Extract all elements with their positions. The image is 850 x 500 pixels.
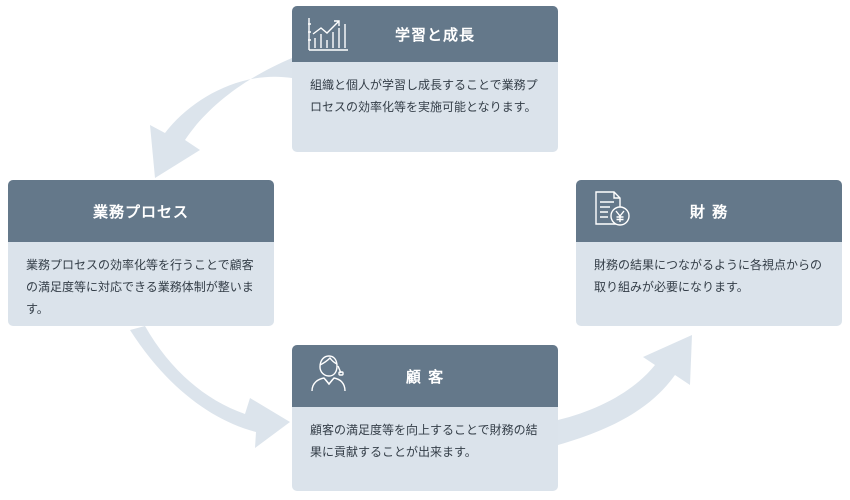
learning-growth-card: 学習と成長 組織と個人が学習し成長することで業務プロセスの効率化等を実施可能とな… [292,6,558,152]
customer-person-icon [306,353,350,393]
finance-header: 財 務 [576,180,842,242]
business-process-header: 業務プロセス [8,180,274,242]
customer-header: 顧 客 [292,345,558,407]
learning-growth-description: 組織と個人が学習し成長することで業務プロセスの効率化等を実施可能となります。 [310,78,538,114]
business-process-card: 業務プロセス 業務プロセスの効率化等を行うことで顧客の満足度等に対応できる業務体… [8,180,274,326]
finance-description: 財務の結果につながるように各視点からの取り組みが必要になります。 [594,258,823,294]
arrow-customer-to-finance [558,335,692,445]
business-process-title: 業務プロセス [92,202,189,221]
arrow-learning-to-process [150,58,292,178]
arrow-process-to-customer [130,326,290,448]
customer-description: 顧客の満足度等を向上することで財務の結果に貢献することが出来ます。 [310,423,538,459]
finance-card: 財 務 財務の結果につながるように各視点からの取り組みが必要になります。 [576,180,842,326]
customer-title: 顧 客 [405,367,445,386]
business-process-description: 業務プロセスの効率化等を行うことで顧客の満足度等に対応できる業務体制が整います。 [26,258,254,316]
learning-growth-header: 学習と成長 [292,6,558,62]
growth-chart-icon [306,14,350,54]
customer-card: 顧 客 顧客の満足度等を向上することで財務の結果に貢献することが出来ます。 [292,345,558,491]
yen-document-icon [590,188,634,228]
learning-growth-title: 学習と成長 [394,25,475,44]
finance-title: 財 務 [689,202,729,221]
